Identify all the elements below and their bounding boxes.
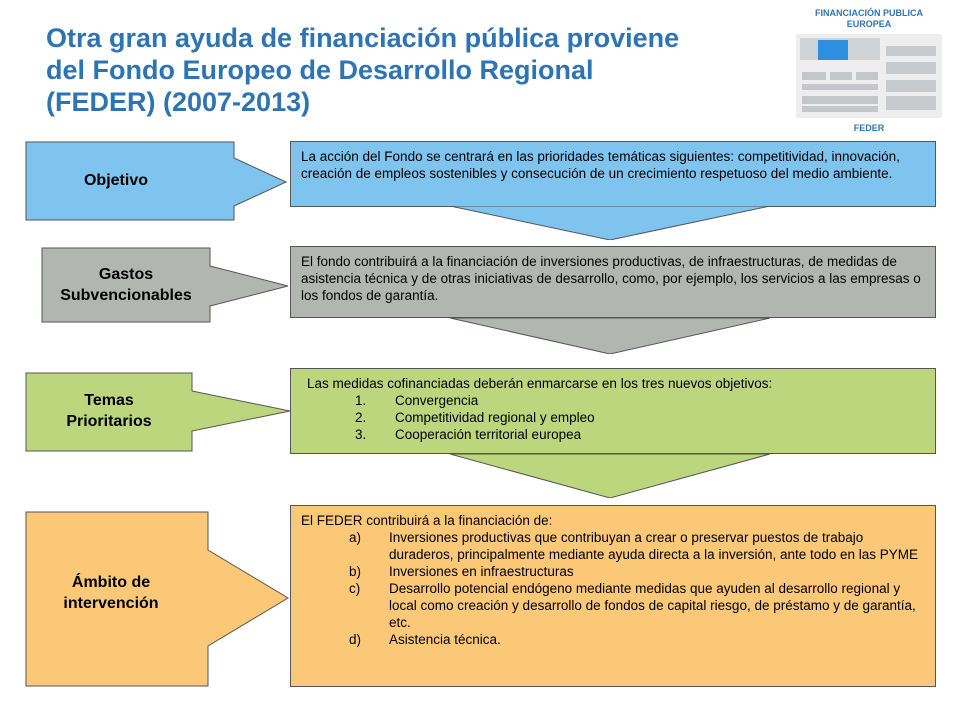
list-number: 3. xyxy=(355,427,367,442)
list-text: Inversiones en infraestructuras xyxy=(389,564,574,579)
objetivo-text-box: La acción del Fondo se centrará en las p… xyxy=(290,141,936,207)
thumb-block xyxy=(802,96,878,104)
title-line-2: del Fondo Europeo de Desarrollo Regional xyxy=(46,55,594,85)
title-line-1: Otra gran ayuda de financiación pública … xyxy=(46,23,680,53)
thumb-block xyxy=(830,72,852,80)
objetivo-arrow-shape xyxy=(25,141,288,222)
list-letter: c) xyxy=(349,581,361,596)
slide-title: Otra gran ayuda de financiación pública … xyxy=(46,22,766,118)
gastos-label-line-2: Subvencionables xyxy=(60,287,192,304)
ambito-list-item: a) Inversiones productivas que contribuya… xyxy=(301,529,925,563)
ambito-label-line-2: intervención xyxy=(63,595,159,612)
thumbnail-diagram xyxy=(796,34,942,118)
thumb-block xyxy=(886,46,936,56)
thumbnail-bottom-label: FEDER xyxy=(853,123,885,133)
temas-label: Temas Prioritarios xyxy=(26,390,192,432)
list-text: Convergencia xyxy=(395,393,479,408)
ambito-label-line-1: Ámbito de xyxy=(71,574,151,591)
gastos-label-line-1: Gastos xyxy=(98,266,154,283)
down-arrow-3 xyxy=(450,454,770,498)
objetivo-label: Objetivo xyxy=(26,170,206,191)
temas-arrow-shape xyxy=(25,372,294,453)
ambito-list-item: b) Inversiones en infraestructuras xyxy=(301,563,925,580)
temas-intro: Las medidas cofinanciadas deberán enmarc… xyxy=(307,376,773,391)
thumb-block xyxy=(802,106,878,112)
temas-label-line-1: Temas xyxy=(84,392,134,409)
thumb-block xyxy=(886,80,936,92)
ambito-list: a) Inversiones productivas que contribuya… xyxy=(301,529,925,648)
ambito-list-item: d) Asistencia técnica. xyxy=(301,631,925,648)
objetivo-text: La acción del Fondo se centrará en las p… xyxy=(301,149,900,181)
ambito-arrow-shape xyxy=(25,511,294,688)
list-letter: b) xyxy=(349,564,362,579)
ambito-list-item: c) Desarrollo potencial endógeno mediante… xyxy=(301,580,925,631)
temas-label-line-2: Prioritarios xyxy=(66,413,152,430)
list-letter: a) xyxy=(349,530,362,545)
thumb-block xyxy=(886,96,936,110)
thumb-block xyxy=(886,62,936,74)
thumb-block xyxy=(802,72,826,80)
list-text: Desarrollo potencial endógeno mediante m… xyxy=(389,581,916,630)
list-number: 1. xyxy=(355,393,367,408)
ambito-intro: El FEDER contribuirá a la financiación d… xyxy=(301,513,553,528)
list-number: 2. xyxy=(355,410,367,425)
gastos-label: Gastos Subvencionables xyxy=(42,264,210,306)
list-letter: d) xyxy=(349,632,362,647)
temas-list: 1. Convergencia 2. Competitividad regional… xyxy=(307,392,925,443)
list-text: Competitividad regional y empleo xyxy=(395,410,595,425)
gastos-text-box: El fondo contribuirá a la financiación d… xyxy=(290,246,936,318)
temas-list-item: 2. Competitividad regional y empleo xyxy=(307,409,925,426)
list-text: Inversiones productivas que contribuyan … xyxy=(389,530,919,562)
temas-list-item: 1. Convergencia xyxy=(307,392,925,409)
list-text: Cooperación territorial europea xyxy=(395,427,582,442)
down-arrow-1 xyxy=(450,206,770,240)
gastos-arrow-shape xyxy=(41,247,292,324)
down-arrow-2 xyxy=(450,318,770,354)
ambito-text-box: El FEDER contribuirá a la financiación d… xyxy=(290,505,936,687)
thumb-block xyxy=(856,72,878,80)
thumb-block xyxy=(802,84,878,90)
title-line-3: (FEDER) (2007-2013) xyxy=(46,87,311,117)
gastos-text: El fondo contribuirá a la financiación d… xyxy=(301,254,921,303)
thumb-block-active xyxy=(818,40,848,60)
temas-list-item: 3. Cooperación territorial europea xyxy=(307,426,925,443)
temas-text-box: Las medidas cofinanciadas deberán enmarc… xyxy=(290,368,936,454)
thumbnail-top-label: FINANCIACIÓN PUBLICA EUROPEA xyxy=(815,8,923,29)
objetivo-label-text: Objetivo xyxy=(83,172,148,189)
ambito-label: Ámbito de intervención xyxy=(20,572,202,614)
list-text: Asistencia técnica. xyxy=(389,632,501,647)
